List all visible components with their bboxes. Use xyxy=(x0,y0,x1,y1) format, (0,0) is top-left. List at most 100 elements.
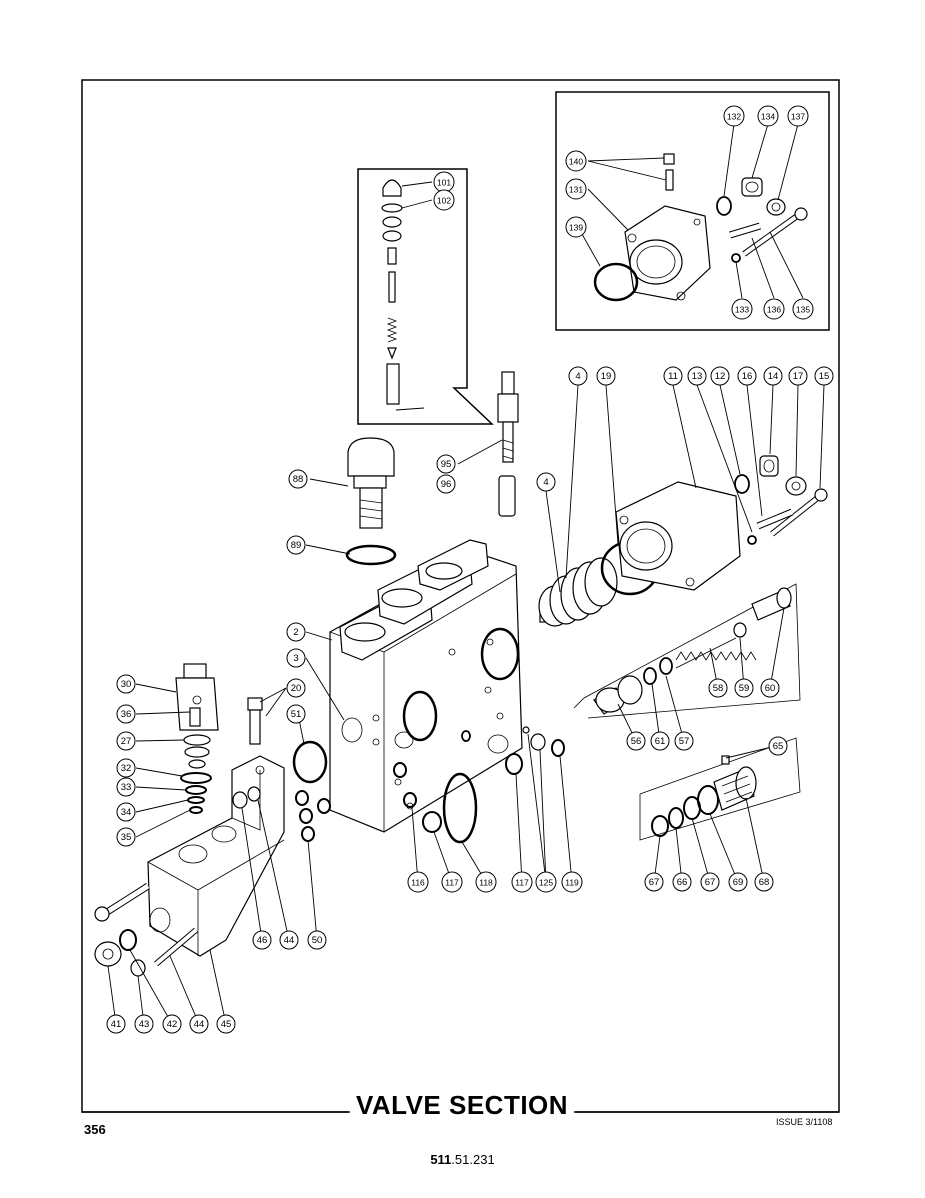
callout-circle xyxy=(708,678,728,698)
callout-label: 50 xyxy=(312,935,323,946)
callout-119: 119 xyxy=(561,871,583,893)
callout-label: 44 xyxy=(284,935,295,946)
callout-label: 13 xyxy=(692,371,703,382)
callout-circle xyxy=(674,731,694,751)
spool-spring-4 xyxy=(538,557,618,627)
relief-valve-88 xyxy=(347,437,395,529)
callout-circle xyxy=(286,535,306,555)
callout-60: 60 xyxy=(760,678,780,698)
callout-45: 45 xyxy=(216,1014,236,1034)
callout-label: 17 xyxy=(793,371,804,382)
callout-12: 12 xyxy=(710,366,730,386)
callout-label: 11 xyxy=(668,371,678,382)
callout-label: 95 xyxy=(441,459,452,470)
callout-circle xyxy=(561,871,583,893)
callout-label: 136 xyxy=(767,305,781,315)
oring-119 xyxy=(551,739,565,757)
inset-cover-box xyxy=(555,91,830,331)
callout-label: 88 xyxy=(293,474,304,485)
oring-139 xyxy=(593,262,639,302)
callout-circle xyxy=(286,678,306,698)
callout-label: 57 xyxy=(679,736,690,747)
oring-50c xyxy=(301,826,315,842)
callout-label: 117 xyxy=(445,878,459,888)
callout-4b: 4 xyxy=(536,472,556,492)
end-cap-11 xyxy=(615,481,741,591)
callout-101: 101 xyxy=(433,171,455,193)
callout-43: 43 xyxy=(134,1014,154,1034)
callout-circle xyxy=(116,704,136,724)
callout-circle xyxy=(216,1014,236,1034)
callout-circle xyxy=(286,622,306,642)
callout-label: 66 xyxy=(677,877,688,888)
callout-117a: 117 xyxy=(441,871,463,893)
callout-label: 67 xyxy=(705,877,716,888)
callout-label: 119 xyxy=(565,878,579,888)
callout-circle xyxy=(106,1014,126,1034)
callout-label: 2 xyxy=(293,627,298,638)
callout-circle xyxy=(626,731,646,751)
callout-95: 95 xyxy=(436,454,456,474)
callout-88: 88 xyxy=(288,469,308,489)
callout-label: 140 xyxy=(569,157,583,167)
callout-label: 132 xyxy=(727,112,741,122)
callout-circle xyxy=(644,872,664,892)
callout-4a: 4 xyxy=(568,366,588,386)
callout-label: 51 xyxy=(291,709,302,720)
callout-44a: 44 xyxy=(279,930,299,950)
fitting-20 xyxy=(247,697,263,745)
callout-51: 51 xyxy=(286,704,306,724)
callout-circle xyxy=(710,366,730,386)
callout-136: 136 xyxy=(763,298,785,320)
callout-label: 41 xyxy=(111,1019,122,1030)
callout-circle xyxy=(134,1014,154,1034)
title-mask xyxy=(348,1100,576,1124)
oring-117b xyxy=(505,753,523,775)
callout-circle xyxy=(731,298,753,320)
oring-50d xyxy=(317,798,331,814)
valve-body xyxy=(329,539,523,833)
callout-label: 32 xyxy=(121,763,132,774)
document-part-number: 511.51.231 xyxy=(0,1152,925,1167)
oring-116c xyxy=(461,730,471,742)
callout-label: 133 xyxy=(735,305,749,315)
callout-46: 46 xyxy=(252,930,272,950)
callout-34: 34 xyxy=(116,802,136,822)
callout-label: 134 xyxy=(761,112,775,122)
callout-circle xyxy=(757,105,779,127)
callout-30: 30 xyxy=(116,674,136,694)
callout-circle xyxy=(768,736,788,756)
callout-circle xyxy=(116,731,136,751)
callout-label: 33 xyxy=(121,782,132,793)
callout-96: 96 xyxy=(436,474,456,494)
callout-circle xyxy=(734,678,754,698)
callout-label: 3 xyxy=(293,653,298,664)
callout-circle xyxy=(737,366,757,386)
callout-56: 56 xyxy=(626,731,646,751)
callout-68: 68 xyxy=(754,872,774,892)
washer-13 xyxy=(747,535,757,545)
callout-label: 61 xyxy=(655,736,666,747)
callout-label: 43 xyxy=(139,1019,150,1030)
callout-15: 15 xyxy=(814,366,834,386)
callout-69: 69 xyxy=(728,872,748,892)
oring-33 xyxy=(185,785,207,795)
bolt-15 xyxy=(770,488,828,537)
callout-2: 2 xyxy=(286,622,306,642)
ball-125 xyxy=(522,726,530,734)
oring-51 xyxy=(292,740,328,784)
callout-116: 116 xyxy=(407,871,429,893)
callout-label: 20 xyxy=(291,683,302,694)
callout-circle xyxy=(436,474,456,494)
callout-label: 116 xyxy=(411,878,425,888)
callout-label: 16 xyxy=(742,371,753,382)
oring-132 xyxy=(716,196,732,216)
callout-circle xyxy=(286,704,306,724)
callout-61: 61 xyxy=(650,731,670,751)
inset-poppet-box xyxy=(357,168,494,425)
callout-125: 125 xyxy=(535,871,557,893)
callout-44b: 44 xyxy=(189,1014,209,1034)
callout-label: 68 xyxy=(759,877,770,888)
callout-circle xyxy=(754,872,774,892)
callout-circle xyxy=(162,1014,182,1034)
